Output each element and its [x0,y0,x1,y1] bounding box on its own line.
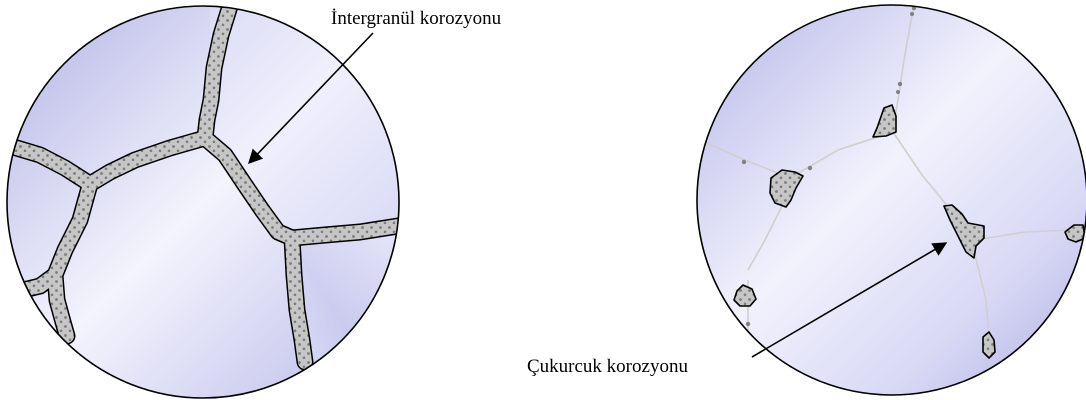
grain-shade [292,225,400,400]
intergranular-specimen [7,0,400,400]
intergranular-label: İntergranül korozyonu [331,8,502,29]
right-grain-background [697,5,1086,395]
pitting-label: Çukurcuk korozyonu [527,356,688,377]
pitting-specimen [697,4,1086,395]
